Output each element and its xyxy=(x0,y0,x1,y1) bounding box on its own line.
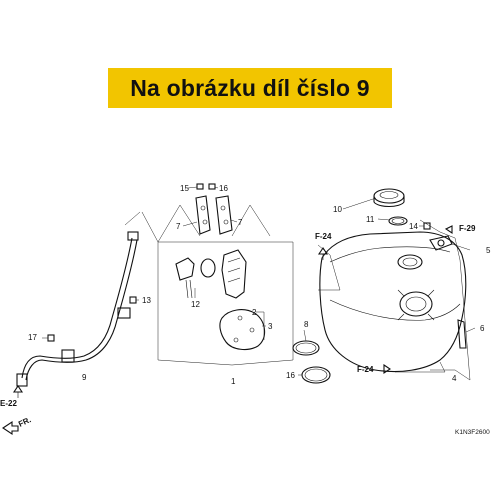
callout-12: 11 xyxy=(366,215,375,224)
callout-6: 6 xyxy=(480,324,485,333)
tank-side-strip-part xyxy=(457,319,467,349)
bolt-15 xyxy=(423,222,431,230)
callout-7-right: 7 xyxy=(238,218,243,227)
callout-labels: 15 16 7 7 12 2 3 1 8 16 10 11 14 5 6 4 1… xyxy=(28,184,491,386)
diagram-code: K1N3F2600 xyxy=(455,429,490,436)
reference-e22: E-22 xyxy=(0,385,24,408)
ref-f24-top-label: F-24 xyxy=(315,232,332,241)
callout-10: 16 xyxy=(286,371,295,380)
reference-f24-bottom: F-24 xyxy=(357,363,391,375)
callout-17: 17 xyxy=(28,333,37,342)
callout-7-left: 7 xyxy=(176,222,181,231)
direction-label: FR. xyxy=(17,415,32,429)
callout-2: 2 xyxy=(252,308,257,317)
bolt-17 xyxy=(47,334,55,342)
callout-11: 10 xyxy=(333,205,342,214)
fuel-cap-gasket-part xyxy=(388,216,408,226)
ref-f24-bottom-label: F-24 xyxy=(357,365,374,374)
callout-8: 8 xyxy=(304,320,309,329)
callout-1: 1 xyxy=(231,377,236,386)
part-number-banner: Na obrázku díl číslo 9 xyxy=(108,68,392,108)
leader-lines xyxy=(42,186,476,376)
front-direction-arrow: FR. xyxy=(2,415,33,436)
fuel-tank-part xyxy=(319,231,467,373)
ref-f29-label: F-29 xyxy=(459,224,476,233)
banner-text: Na obrázku díl číslo 9 xyxy=(130,74,370,101)
fuel-hose-part-9 xyxy=(16,231,139,387)
bolt-16-left xyxy=(196,183,204,190)
tank-bracket-part xyxy=(429,235,453,251)
callout-16-left: 15 xyxy=(180,184,189,193)
bolt-16-right xyxy=(208,183,216,190)
ref-e22-label: E-22 xyxy=(0,399,17,408)
bolt-14 xyxy=(129,296,137,304)
callout-3: 3 xyxy=(268,322,273,331)
callout-16-right: 16 xyxy=(219,184,228,193)
reference-f24-top: F-24 xyxy=(315,232,332,260)
callout-14: 13 xyxy=(142,296,151,305)
callout-15: 14 xyxy=(409,222,418,231)
fuel-pump-plate-part xyxy=(219,309,266,351)
o-ring-8-part xyxy=(292,340,320,356)
callout-4: 4 xyxy=(452,374,457,383)
fuel-pump-part xyxy=(175,249,247,299)
bracket-left-part xyxy=(195,195,211,235)
callout-13: 12 xyxy=(191,300,200,309)
bracket-right-part xyxy=(215,195,233,235)
callout-5: 5 xyxy=(486,246,491,255)
callout-9: 9 xyxy=(82,373,87,382)
fuel-cap-part xyxy=(373,188,405,208)
o-ring-10-part xyxy=(301,366,331,384)
reference-f29: F-29 xyxy=(444,224,476,235)
